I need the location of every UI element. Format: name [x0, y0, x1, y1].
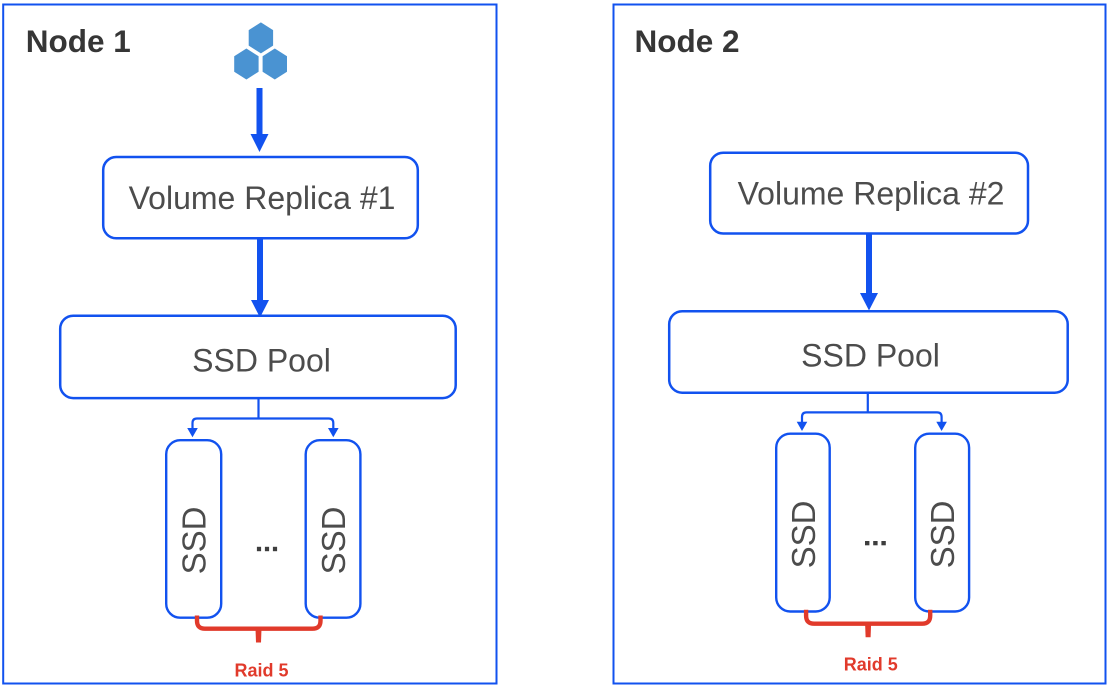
svg-text:SSD: SSD	[924, 501, 961, 569]
svg-text:Node 1: Node 1	[26, 23, 131, 59]
svg-text:Raid 5: Raid 5	[844, 655, 898, 675]
svg-text:SSD Pool: SSD Pool	[192, 343, 331, 379]
svg-text:SSD Pool: SSD Pool	[801, 338, 940, 374]
svg-text:SSD: SSD	[176, 507, 213, 575]
svg-text:Node 2: Node 2	[635, 23, 740, 59]
svg-text:Volume Replica #1: Volume Replica #1	[129, 180, 396, 216]
svg-text:SSD: SSD	[785, 501, 822, 569]
svg-text:Raid 5: Raid 5	[234, 661, 288, 681]
svg-text:Volume Replica #2: Volume Replica #2	[738, 176, 1005, 212]
svg-text:SSD: SSD	[315, 507, 352, 575]
